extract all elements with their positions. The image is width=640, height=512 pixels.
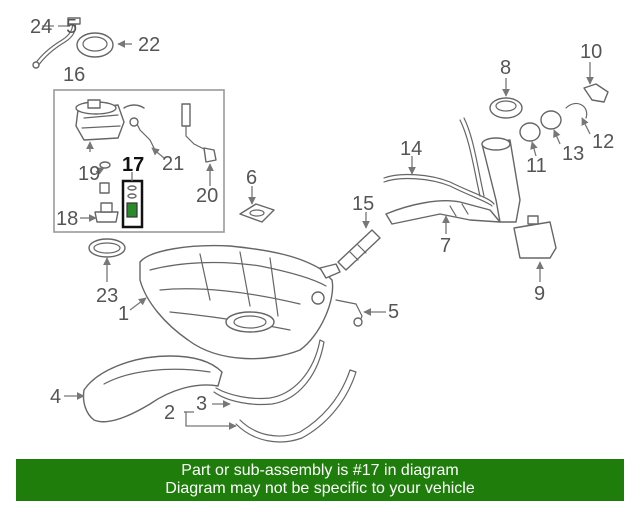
banner-line-2: Diagram may not be specific to your vehi… [165, 480, 475, 497]
part-2-band [235, 369, 357, 443]
callout-9: 9 [534, 283, 545, 305]
callout-6: 6 [246, 167, 257, 189]
callout-21: 21 [162, 153, 184, 175]
part-11-ring [519, 122, 541, 142]
sub-assembly-16-box [53, 89, 225, 233]
part-23-gasket [88, 238, 126, 258]
part-6-protector [239, 203, 275, 223]
part-4-heat-insulator [82, 355, 223, 423]
callout-15: 15 [352, 193, 374, 215]
info-banner: Part or sub-assembly is #17 in diagram D… [16, 459, 624, 501]
part-19-fuel-pump [75, 99, 125, 223]
callout-13-label: 13 [562, 143, 584, 165]
part-15-hose [337, 229, 381, 271]
part-10-bracket [583, 83, 609, 103]
part-7-filler-pipe [385, 137, 521, 225]
callout-22: 22 [138, 34, 160, 56]
callout-12: 12 [592, 131, 614, 153]
callout-5: 5 [388, 301, 399, 323]
part-8-cap [489, 97, 523, 119]
callout-3: 3 [196, 393, 207, 415]
part-3-band [213, 339, 325, 406]
callout-5-top: 5 [66, 16, 77, 38]
part-17-filter-set [121, 179, 144, 229]
callout-11: 11 [526, 155, 547, 177]
callout-1: 1 [118, 303, 129, 325]
callout-19: 19 [78, 163, 100, 185]
banner-line-1: Part or sub-assembly is #17 in diagram [181, 462, 459, 479]
part-12-clip [565, 103, 588, 119]
part-1-fuel-tank [139, 244, 341, 360]
callout-23-label: 23 [96, 285, 118, 307]
callout-17: 17 [122, 154, 144, 176]
part-22-lock-ring [76, 32, 114, 58]
callout-7: 7 [440, 235, 451, 257]
part-20-gauge-sender [181, 103, 217, 163]
callout-8: 8 [500, 57, 511, 79]
callout-20: 20 [196, 185, 218, 207]
callout-18: 18 [56, 208, 78, 230]
callout-2: 2 [164, 402, 175, 424]
part-14-breather-tube [383, 117, 495, 207]
part-21-sender [123, 104, 155, 149]
callout-14: 14 [400, 138, 422, 160]
callout-4: 4 [50, 386, 61, 408]
callout-16: 16 [63, 64, 85, 86]
part-24-fuel-tube [32, 17, 81, 69]
part-13-ring [540, 110, 562, 130]
callout-24: 24 [30, 16, 52, 38]
callout-10: 10 [580, 41, 602, 63]
part-9-canister [513, 221, 557, 259]
leader-lines [42, 25, 594, 430]
